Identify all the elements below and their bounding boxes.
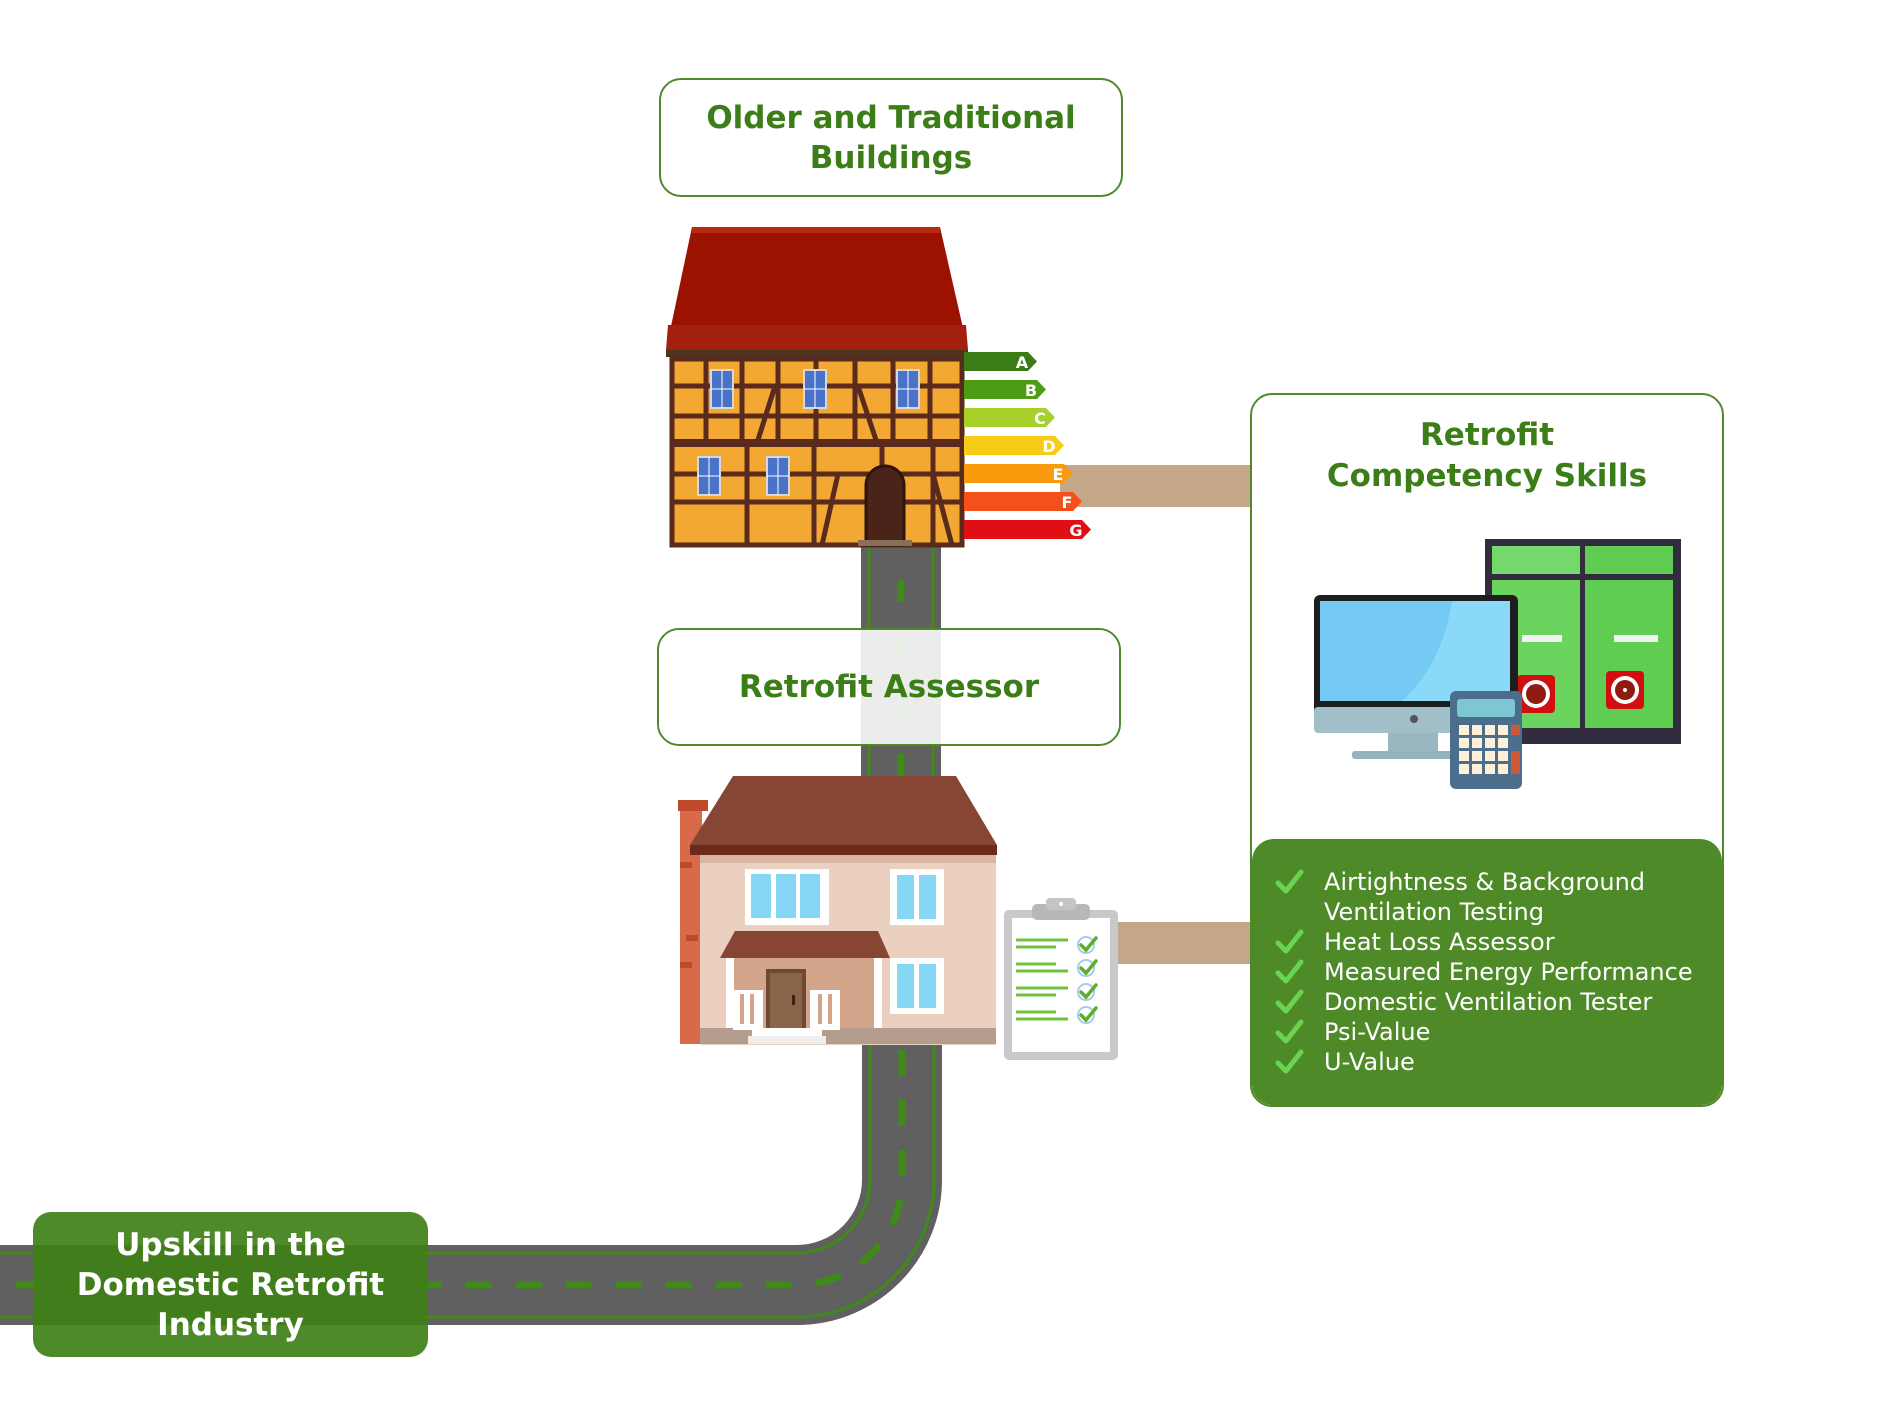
epc-band-b: B — [964, 380, 1046, 400]
epc-arrow — [964, 436, 1064, 455]
vent-window-icon — [1485, 539, 1681, 744]
skill-item: Domestic Ventilation Tester — [1274, 987, 1722, 1017]
competency-title: Retrofit Competency Skills — [1326, 417, 1648, 494]
skill-label: Heat Loss Assessor — [1324, 928, 1555, 956]
skill-item: Airtightness & Background Ventilation Te… — [1274, 867, 1722, 927]
epc-letter: C — [1034, 409, 1046, 428]
epc-band-a: A — [964, 352, 1037, 372]
epc-arrow — [964, 352, 1037, 371]
skill-label: Airtightness & Background Ventilation Te… — [1324, 868, 1646, 926]
skill-item: Measured Energy Performance — [1274, 957, 1722, 987]
epc-band-f: F — [964, 492, 1082, 512]
label-backdrop — [659, 630, 1119, 744]
epc-band-d: D — [964, 436, 1064, 456]
retrofit-assessor-label: Retrofit Assessor — [657, 628, 1121, 746]
checkmark-icon — [1274, 1017, 1324, 1047]
skill-item: U-Value — [1274, 1047, 1722, 1077]
skill-label: Domestic Ventilation Tester — [1324, 988, 1653, 1016]
epc-arrow — [964, 408, 1055, 427]
connector-top — [1060, 465, 1252, 507]
upskill-label: Upskill in the Domestic Retrofit Industr… — [33, 1212, 428, 1357]
epc-arrow — [964, 380, 1046, 399]
epc-letter: A — [1016, 353, 1029, 372]
checkmark-icon — [1274, 1047, 1324, 1077]
skill-label: Psi-Value — [1324, 1018, 1431, 1046]
epc-arrow — [964, 520, 1091, 539]
retrofit-assessor-text: Retrofit Assessor — [738, 669, 1040, 705]
checkmark-icon — [1274, 957, 1324, 987]
epc-band-g: G — [964, 520, 1091, 540]
checkmark-icon — [1274, 927, 1324, 957]
epc-letter: E — [1053, 465, 1064, 484]
checkmark-icon — [1274, 867, 1324, 897]
skill-item: Heat Loss Assessor — [1274, 927, 1722, 957]
modern-windows — [745, 869, 944, 1014]
epc-letter: F — [1062, 493, 1073, 512]
epc-band-c: C — [964, 408, 1055, 428]
equipment-illustration — [1314, 539, 1681, 789]
epc-band-e: E — [964, 464, 1073, 484]
skill-label: Measured Energy Performance — [1324, 958, 1693, 986]
older-traditional-buildings-label: Older and Traditional Buildings — [659, 78, 1123, 197]
window-group — [697, 369, 920, 496]
epc-letter: B — [1025, 381, 1037, 400]
connector-bottom — [1110, 922, 1252, 964]
skill-item: Psi-Value — [1274, 1017, 1722, 1047]
epc-arrow — [964, 492, 1082, 511]
epc-letter: D — [1042, 437, 1055, 456]
checkmark-icon — [1274, 987, 1324, 1017]
epc-letter: G — [1069, 521, 1082, 540]
skills-list: Airtightness & Background Ventilation Te… — [1252, 839, 1722, 1105]
calculator-icon — [1450, 691, 1522, 789]
clipboard-icon — [1004, 898, 1118, 1060]
skill-label: U-Value — [1324, 1048, 1415, 1076]
epc-arrow — [964, 464, 1073, 483]
retrofit-competency-card: Retrofit Competency Skills — [1250, 393, 1724, 1107]
